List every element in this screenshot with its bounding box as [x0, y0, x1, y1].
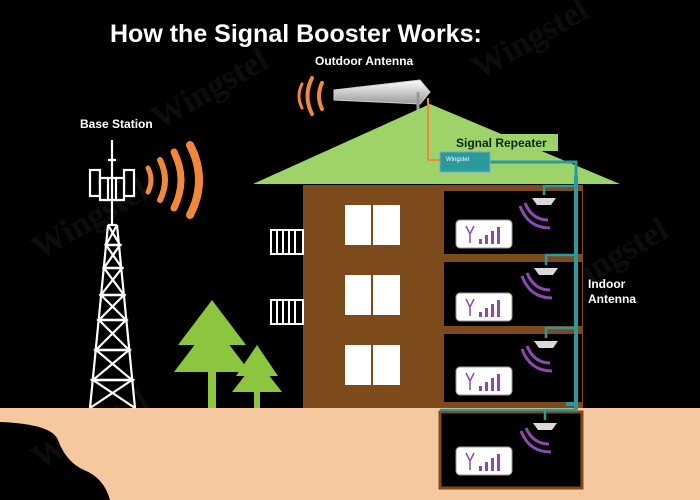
- signal-repeater-label-bg: [452, 134, 558, 151]
- cell-tower-icon: [88, 140, 137, 409]
- signal-wave-icon: [145, 141, 203, 219]
- roof: [253, 104, 620, 184]
- indoor-antenna-label-line2: Antenna: [588, 292, 636, 306]
- repeater-icon: Wingstel: [439, 151, 491, 173]
- indoor-antenna-label-line1: Indoor: [588, 277, 626, 291]
- balcony-icon: [270, 229, 304, 255]
- indoor-antenna-icon: [519, 423, 557, 454]
- window-icon: [345, 205, 400, 245]
- watermark-text: Wingstel: [146, 41, 275, 137]
- balcony-icon: [270, 299, 304, 325]
- signal-wave-icon: [297, 76, 324, 116]
- base-station-label: Base Station: [80, 117, 153, 131]
- window-icon: [345, 275, 400, 315]
- signal-repeater-label: Signal Repeater: [456, 136, 547, 150]
- phone-signal-icon: [455, 366, 513, 396]
- tree-icon: [232, 345, 282, 408]
- cable: [427, 98, 578, 176]
- cable-branches: [440, 184, 576, 420]
- indoor-antenna-icon: [518, 198, 556, 230]
- phone-signal-icon: [455, 446, 513, 476]
- phone-signal-icon: [455, 219, 513, 249]
- window-icon: [345, 345, 400, 385]
- basement-frame: [438, 410, 584, 490]
- phone-signal-icon: [455, 292, 513, 322]
- ground: [0, 408, 700, 500]
- tree-icon: [174, 300, 250, 408]
- cable-riser: [566, 176, 578, 410]
- outdoor-antenna-label: Outdoor Antenna: [315, 54, 414, 68]
- repeater-brand: Wingstel: [446, 157, 469, 163]
- watermark-text: Wingstel: [466, 0, 595, 87]
- indoor-antenna-icon: [520, 268, 558, 300]
- diagram-title: How the Signal Booster Works:: [110, 20, 482, 48]
- indoor-antenna-icon: [520, 341, 558, 373]
